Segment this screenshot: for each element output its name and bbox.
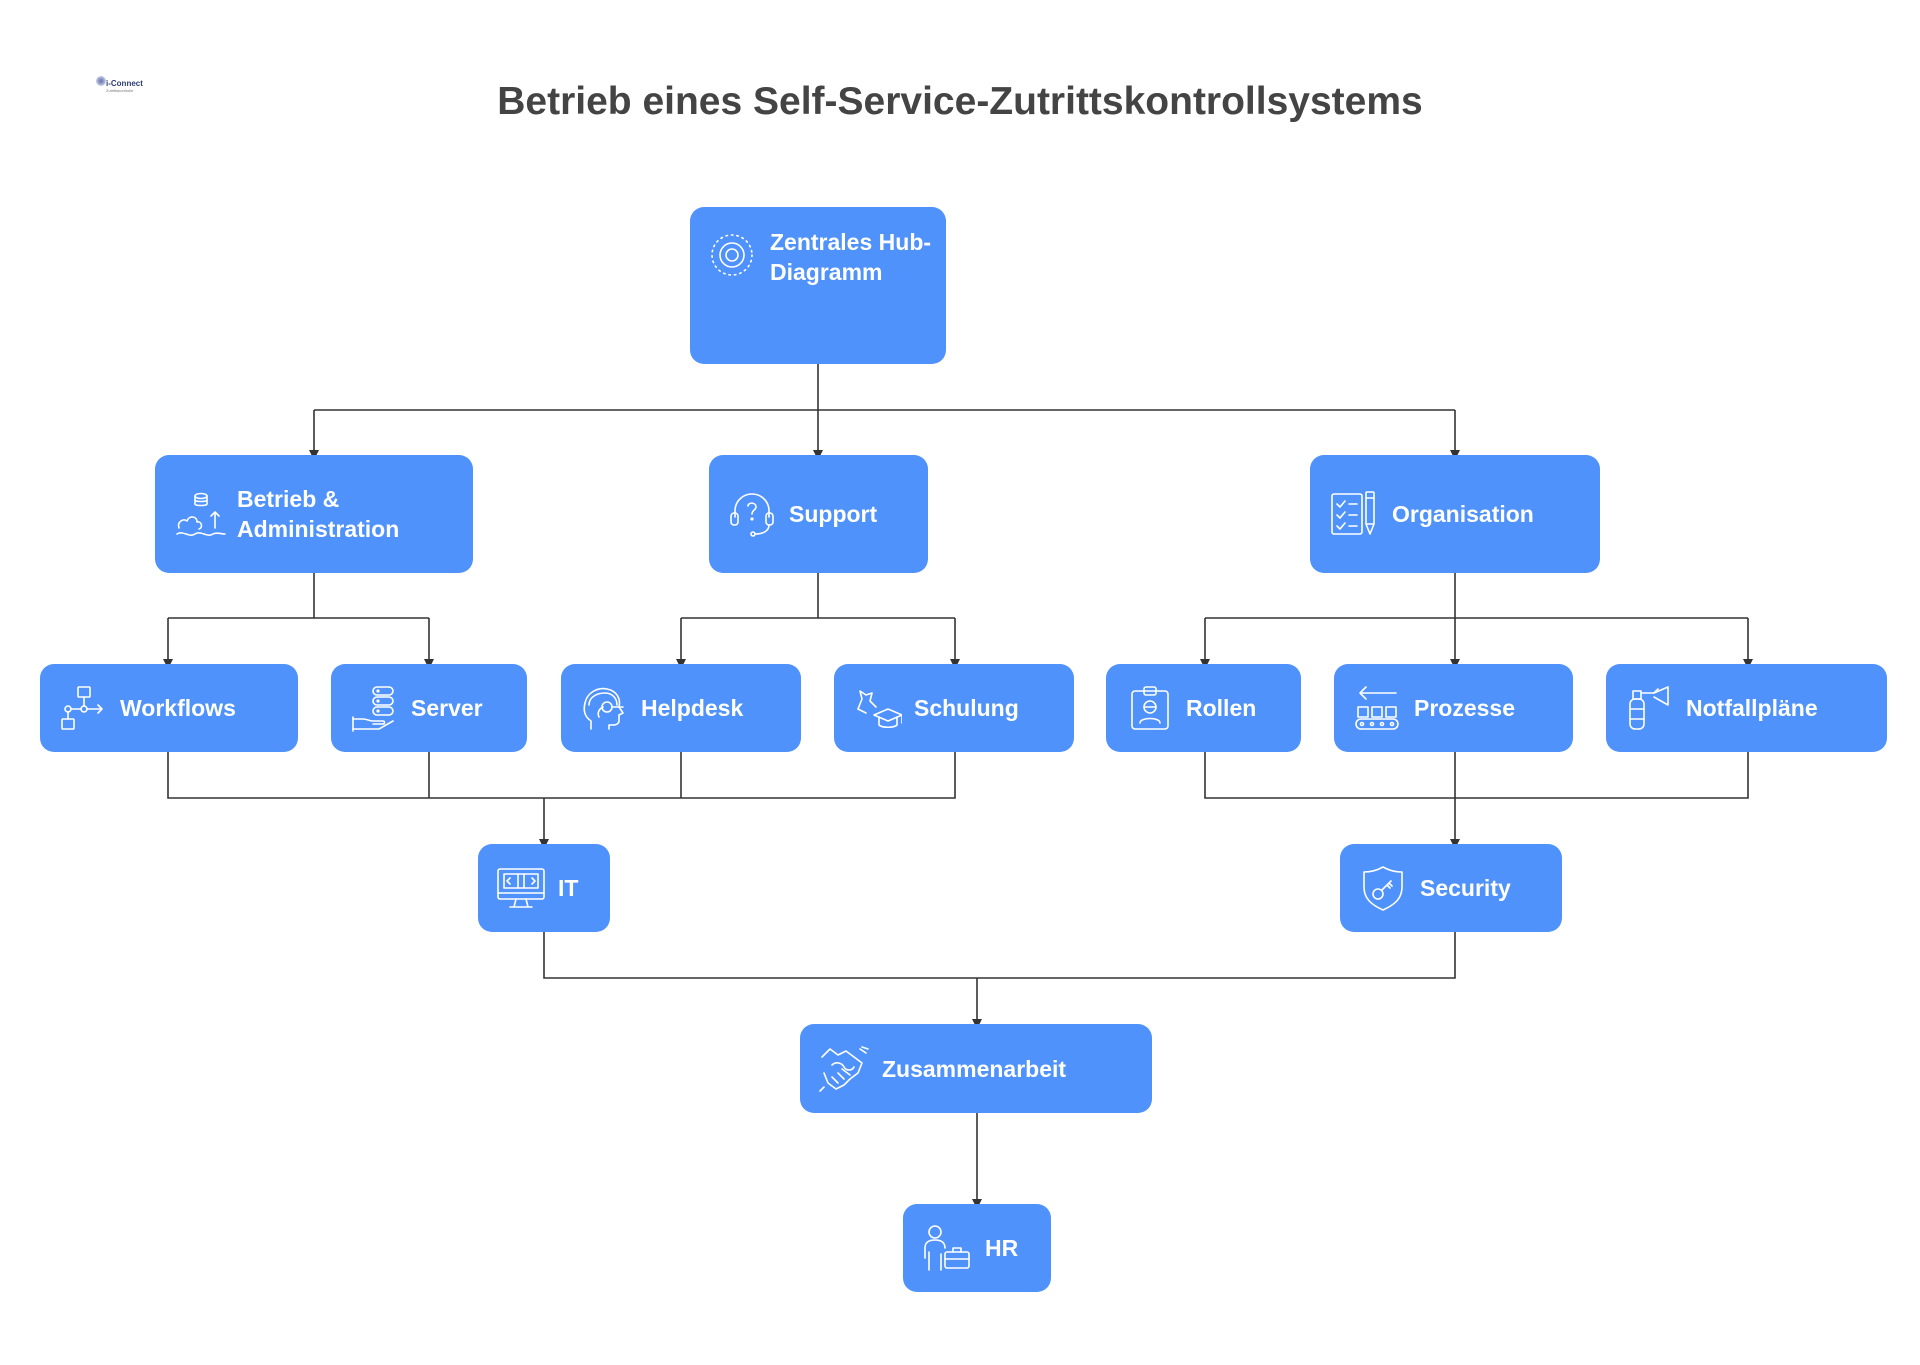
headset-question-icon (727, 489, 777, 539)
company-logo: i-Connect Zutrittskontrolle (96, 74, 144, 98)
helpdesk-person-icon (579, 683, 629, 733)
server-stack-icon (349, 683, 399, 733)
node-notfallplaene-label: Notfallpläne (1686, 695, 1818, 721)
shield-key-icon (1358, 863, 1408, 913)
node-workflows-label: Workflows (120, 695, 236, 721)
logo-text: i-Connect (106, 78, 143, 88)
node-betrieb-administration[interactable]: Betrieb & Administration (155, 455, 473, 573)
node-schulung[interactable]: Schulung (834, 664, 1074, 752)
page-title: Betrieb eines Self-Service-Zutrittskontr… (497, 80, 1423, 123)
person-briefcase-icon (921, 1222, 973, 1274)
node-helpdesk[interactable]: Helpdesk (561, 664, 801, 752)
node-it-label: IT (558, 875, 579, 901)
node-prozesse-label: Prozesse (1414, 695, 1516, 721)
logo-mark-icon (96, 76, 106, 86)
logo-subtext: Zutrittskontrolle (106, 87, 134, 93)
node-support[interactable]: Support (709, 455, 928, 573)
node-notfallplaene[interactable]: Notfallpläne (1606, 664, 1887, 752)
hub-radial-icon (708, 231, 756, 279)
database-cloud-icon (175, 488, 227, 540)
node-hub[interactable]: Zentrales Hub-Diagramm (690, 207, 946, 364)
node-security[interactable]: Security (1340, 844, 1562, 932)
node-support-label: Support (789, 501, 878, 527)
node-rollen-label: Rollen (1186, 695, 1257, 721)
node-security-label: Security (1420, 875, 1511, 901)
node-hr-label: HR (985, 1235, 1019, 1261)
node-helpdesk-label: Helpdesk (641, 695, 744, 721)
id-badge-icon (1128, 683, 1172, 733)
node-it[interactable]: IT (478, 844, 610, 932)
conveyor-icon (1352, 683, 1402, 733)
node-zusammenarbeit-label: Zusammenarbeit (882, 1055, 1067, 1082)
checklist-pen-icon (1328, 488, 1380, 540)
node-rollen[interactable]: Rollen (1106, 664, 1301, 752)
node-workflows[interactable]: Workflows (40, 664, 298, 752)
handshake-icon (818, 1043, 870, 1095)
node-prozesse[interactable]: Prozesse (1334, 664, 1573, 752)
node-betrieb-label: Betrieb & Administration (237, 486, 400, 542)
graduation-icon (852, 683, 902, 733)
node-hr[interactable]: HR (903, 1204, 1051, 1292)
node-server-label: Server (411, 695, 483, 721)
node-zusammenarbeit[interactable]: Zusammenarbeit (800, 1024, 1152, 1113)
monitor-code-icon (496, 863, 546, 913)
node-schulung-label: Schulung (914, 695, 1019, 721)
node-organisation[interactable]: Organisation (1310, 455, 1600, 573)
node-organisation-label: Organisation (1392, 501, 1534, 527)
fire-extinguisher-icon (1624, 683, 1674, 733)
node-server[interactable]: Server (331, 664, 527, 752)
workflow-icon (58, 683, 108, 733)
node-hub-label: Zentrales Hub-Diagramm (770, 229, 932, 285)
